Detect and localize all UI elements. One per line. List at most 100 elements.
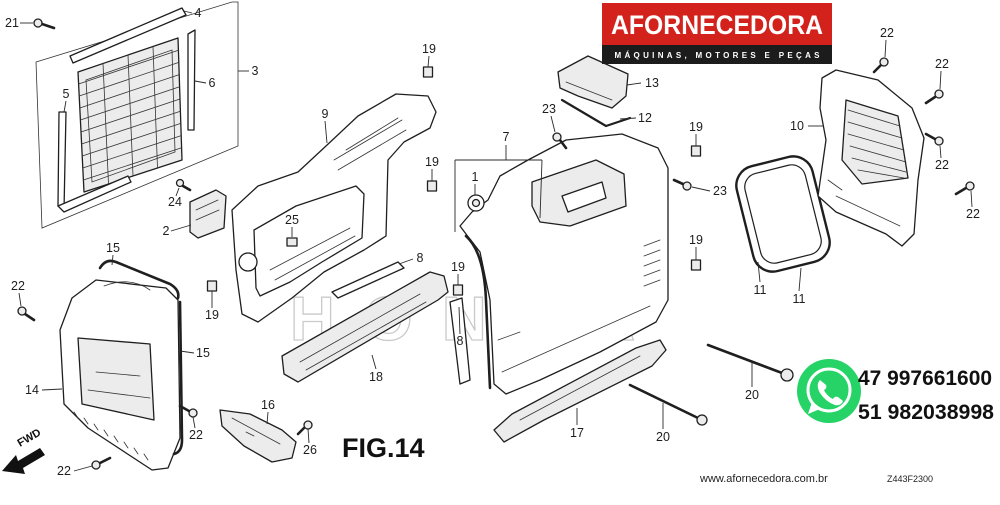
callout-11: 11 [754,283,767,297]
leader-line-22 [73,465,93,472]
callout-11: 11 [793,292,806,306]
leader-line-7 [454,145,543,232]
part-19-clip [426,180,438,192]
diagram-code: Z443F2300 [887,474,933,484]
leader-line-15 [179,350,195,354]
callout-23: 23 [713,184,727,198]
bracket-body [219,409,297,463]
frame-ribs [269,227,356,281]
callout-19: 19 [689,120,703,134]
leader-line-9 [324,120,328,144]
part-9-frame [231,93,437,323]
bolt-head [696,414,708,426]
part-19-clip [206,280,218,292]
bolt-head [965,181,975,191]
frame-opening [253,185,365,297]
callout-25: 25 [285,213,299,227]
bracket-body [189,189,227,239]
part-22-bolt [872,57,889,74]
bolt-shaft [178,404,191,413]
leader-line-22 [18,292,22,307]
part-19-clip [422,66,434,78]
bolt-shaft [98,456,112,465]
callout-22: 22 [966,207,980,221]
frame-handle-slots [333,117,407,171]
logo-tagline: MÁQUINAS, MOTORES E PEÇAS [615,51,821,60]
part-14-front-cover [59,279,181,471]
part-1-knob [467,194,485,212]
callout-19: 19 [689,233,703,247]
callout-6: 6 [209,76,216,90]
callout-12: 12 [638,111,652,125]
callout-16: 16 [261,398,275,412]
leader-line-15 [111,254,114,266]
bolt-head [934,89,944,99]
part-7-side-cover [459,133,669,395]
phone-number-1: 47 997661600 [858,367,992,390]
frame-round-port [238,252,258,272]
seal-ring-outer [735,155,831,273]
whatsapp-icon-bubble-tail [808,402,820,414]
bolt-shaft [628,383,700,420]
bolt-shaft [181,184,192,192]
callout-15: 15 [106,241,120,255]
part-8-strip-upper [331,261,405,299]
part-5-seal-strip-bottom [57,175,132,213]
assembly-bracket-outline [35,1,239,229]
logo-wordmark: AFORNECEDORA [611,10,823,40]
part-22-bolt [924,132,944,146]
bolt-shaft [23,312,36,322]
phone-number-2: 51 982038998 [858,401,994,424]
callout-3: 3 [252,64,259,78]
leader-line-22 [939,70,942,90]
fwd-label: FWD [16,427,44,450]
leader-line-16 [266,411,269,425]
logo-background [602,3,832,45]
cover-opening [77,337,155,421]
leader-line-18 [371,354,377,370]
callout-22: 22 [57,464,71,478]
callout-26: 26 [303,443,317,457]
bolt-head [33,18,43,28]
part-23-bolt [552,132,568,150]
bolt-head [934,136,944,146]
leader-line-13 [626,82,642,86]
knob-center [471,198,481,208]
part-15-seal-side [172,300,184,456]
callout-5: 5 [63,87,70,101]
bolt-head [780,368,794,382]
bolt-head [175,178,185,188]
bolt-shaft [706,343,784,375]
callout-7: 7 [503,130,510,144]
cover-details [827,179,901,227]
bolt-shaft [40,22,56,30]
callout-24: 24 [168,195,182,209]
part-22-bolt [91,456,112,470]
part-19-clip [690,145,702,157]
callout-15: 15 [196,346,210,360]
part-2-bracket [189,189,227,239]
bolt-head [17,306,27,316]
bolt-head [91,460,101,470]
cover-grille-slats [847,109,907,179]
leader-line-22 [884,39,887,58]
part-20-long-bolt [628,383,708,426]
part-16-bracket [219,409,297,463]
bar-body [281,271,449,383]
grille-inner-rim [85,49,176,183]
leader-lines [18,10,973,472]
cover-handle-slot [561,181,607,213]
logo-tagline-strip [602,45,832,64]
leader-line-23 [691,186,711,192]
callout-22: 22 [189,428,203,442]
callout-19: 19 [451,260,465,274]
callout-13: 13 [645,76,659,90]
callout-20: 20 [656,430,670,444]
callout-2: 2 [163,224,170,238]
leader-line-22 [970,190,973,208]
grille-frame [77,37,183,193]
cover-vent-slits [73,411,149,461]
bar-slots [299,293,427,371]
